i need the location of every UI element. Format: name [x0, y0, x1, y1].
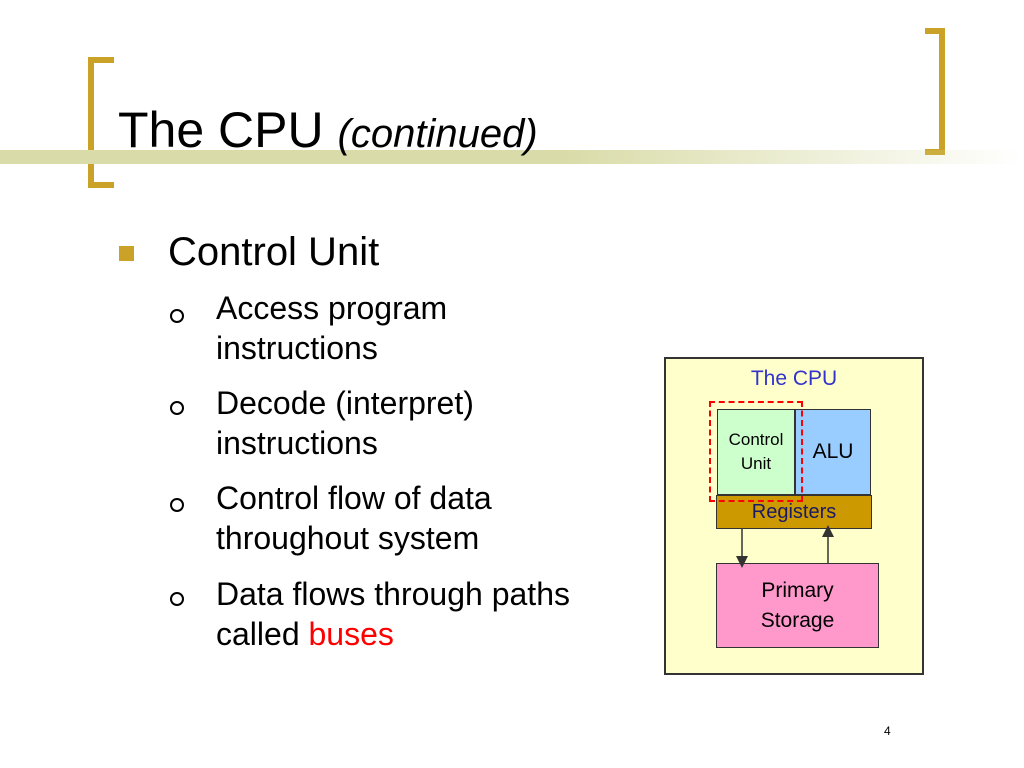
list-item-line: Control flow of data	[216, 480, 492, 516]
list-item: Decode (interpret) instructions	[216, 383, 676, 463]
list-item-line: instructions	[216, 330, 378, 366]
cpu-diagram-label: The CPU	[750, 367, 838, 390]
ring-bullet-icon	[170, 401, 184, 415]
primary-storage-label-line: Storage	[760, 608, 835, 632]
left-bracket-decoration	[88, 57, 114, 188]
control-unit-label-line: Unit	[740, 454, 772, 473]
ring-bullet-icon	[170, 309, 184, 323]
list-item-text: called	[216, 616, 309, 652]
alu-box: ALU	[795, 409, 871, 495]
list-item-line: Data flows through paths	[216, 576, 570, 612]
primary-storage-box: Primary Storage	[716, 563, 879, 648]
list-item-line: Decode (interpret)	[216, 385, 474, 421]
page-title-suffix: (continued)	[337, 112, 538, 156]
control-unit-box: Control Unit	[717, 409, 795, 495]
list-item-line: throughout system	[216, 520, 480, 556]
page-number: 4	[884, 724, 891, 738]
page-title-main: The CPU	[118, 102, 324, 158]
registers-box: Registers	[716, 495, 872, 529]
square-bullet-icon	[119, 246, 134, 261]
ring-bullet-icon	[170, 592, 184, 606]
alu-label: ALU	[812, 440, 854, 463]
list-item: Data flows through paths called buses	[216, 574, 676, 654]
bullet-control-unit: Control Unit	[168, 230, 380, 274]
list-item: Control flow of data throughout system	[216, 478, 676, 558]
ring-bullet-icon	[170, 498, 184, 512]
list-item: Access program instructions	[216, 288, 676, 368]
list-item-line: instructions	[216, 425, 378, 461]
control-unit-label-line: Control	[728, 430, 784, 449]
control-unit-dashed-highlight	[709, 401, 803, 502]
buses-highlight: buses	[308, 616, 394, 652]
list-item-line: Access program	[216, 290, 448, 326]
list-item-line: called buses	[216, 614, 676, 654]
title-band-decoration	[0, 150, 1024, 164]
primary-storage-label-line: Primary	[761, 578, 834, 602]
page-title: The CPU (continued)	[118, 100, 538, 164]
registers-label: Registers	[751, 500, 837, 523]
